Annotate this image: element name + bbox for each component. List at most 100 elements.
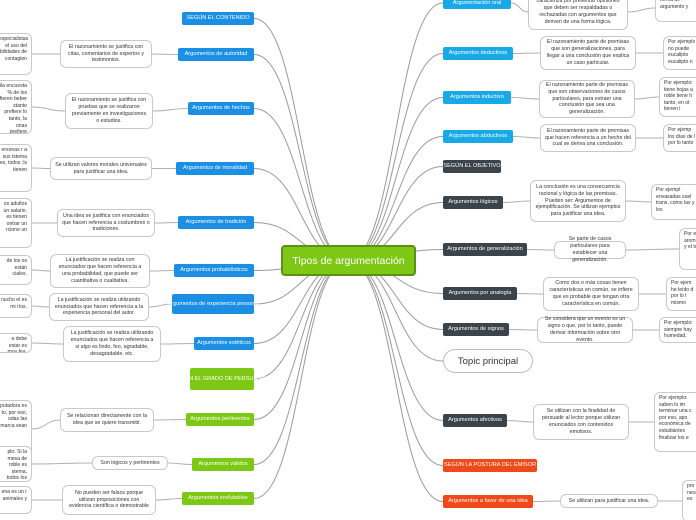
left-argumentos-validos-example: plo: Si la mesa de roble es stema, todos… [0,446,32,482]
connector-line [153,419,187,421]
connector-line [625,200,652,203]
connector-line [167,462,193,465]
left-argumentos-validos-node[interactable]: Argumentos válidos [192,458,254,471]
connector-line [253,18,349,262]
connector-line [347,53,444,262]
left-segun-el-grado-de-persuasion-node[interactable]: SEGÚN EL GRADO DE PERSUASIÓN [173,368,271,390]
right-argumentos-abductivos-description: El razonamiento parte de premisas que ha… [540,124,636,152]
connector-line [347,2,444,262]
right-argumentos-de-signos-description: Se considera que un evento es un signo o… [537,316,633,343]
central-topic[interactable]: Tipos de argumentación [281,245,416,276]
connector-line [31,419,61,430]
right-argumentacion-oral-example: forma de argumento y [655,0,696,22]
left-argumentos-de-tradicion-example: os adultos un salario. es tienen ontrar … [0,198,32,248]
connector-line [347,260,444,421]
connector-line [253,260,349,465]
right-argumentos-de-generalizacion-description: Se parte de casos particulares para esta… [554,236,626,263]
left-argumentos-de-autoridad-description: El razonamiento se justifica con citas, … [60,40,152,68]
right-argumentos-por-analogia-node[interactable]: Argumentos por analogía [443,287,517,300]
right-segun-la-postura-del-emisor-node[interactable]: SEGÚN LA POSTURA DEL EMISOR [443,459,537,472]
right-argumentos-abductivos-example: Por ejemp los días de l por lo tanto [663,124,696,152]
left-argumentos-de-moralidad-node[interactable]: Argumentos de moralidad [176,162,254,175]
right-argumentos-a-favor-de-una-idea-description: Se utilizan para justificar una idea. [560,494,658,508]
left-argumentos-de-autoridad-example: especialistas el uso del bilidades de co… [0,33,32,75]
left-argumentos-de-experiencia-personal-example: nucho el es mi ríos. [0,294,32,318]
connector-line [508,329,538,331]
left-argumentos-de-tradicion-description: Una idea se justifica con enunciados que… [57,209,155,237]
connector-line [510,2,529,13]
left-argumentos-pertinentes-node[interactable]: Argumentos pertinentes [186,413,254,426]
right-argumentos-afectivos-node[interactable]: Argumentos afectivos [443,414,507,427]
connector-line [512,136,541,139]
left-argumentos-probabilisticos-node[interactable]: Argumentos probabilísticos [174,264,254,277]
connector-line [155,498,183,501]
right-argumentos-afectivos-example: Por ejemplo: saben lo im terminar una c … [654,392,696,452]
left-argumentos-irrefutables-description: No pueden ser falsos porque utilizan pro… [62,485,156,515]
left-argumentos-irrefutables-example: ena es un r animales y [0,486,32,514]
connector-line [31,269,51,272]
right-argumentos-deductivos-description: El razonamiento parte de premisas que so… [540,36,636,70]
right-argumentos-deductivos-node[interactable]: Argumentos deductivos [443,47,513,60]
left-segun-el-contenido-node[interactable]: SEGÚN EL CONTENIDO [182,12,254,25]
connector-line [516,293,544,295]
right-argumentos-deductivos-example: Por ejemplo no puede eucalipto eucalipto… [663,36,696,70]
topic-principal-node[interactable]: Topic principal [443,349,533,373]
right-argumentos-abductivos-node[interactable]: Argumentos abductivos [443,130,513,143]
right-argumentos-de-generalizacion-node[interactable]: Argumentos de generalización [443,243,527,256]
right-argumentos-a-favor-de-una-idea-node[interactable]: Argumentos a favor de una idea [443,495,533,508]
connector-line [526,249,555,251]
right-argumentos-inductivo-description: El razonamiento parte de premisas que so… [539,80,635,118]
connector-line [347,260,444,466]
connector-line [31,167,51,169]
left-argumentos-de-moralidad-description: Se utilizan valores morales universales … [50,157,152,180]
connector-line [510,97,540,100]
left-argumentos-esteticos-description: La justificación se realiza utilizando e… [63,326,161,362]
connector-line [347,260,444,502]
right-argumentos-por-analogia-example: Por ejem he leído d por lo t mismo [666,277,696,311]
left-argumentos-de-tradicion-node[interactable]: Argumentos de tradición [178,216,254,229]
right-argumentos-de-generalizacion-example: Por ej arom y el to [679,228,696,270]
left-argumentos-de-hechos-description: El razonamiento se justifica con pruebas… [65,93,153,129]
right-argumentos-de-signos-node[interactable]: Argumentos de signos [443,323,509,336]
left-argumentos-de-hechos-node[interactable]: Argumentos de hechos [188,102,254,115]
left-argumentos-de-experiencia-personal-node[interactable]: Argumentos de experiencia personal [167,294,259,314]
right-argumentos-afectivos-description: Se utilizan con la finalidad de persuadi… [533,404,629,440]
connector-line [625,248,680,251]
connector-line [152,108,189,112]
left-argumentos-probabilisticos-example: de los os están ciales. [0,255,32,285]
left-argumentos-de-hechos-example: ila encuesta % de los fieren beber stant… [0,80,32,134]
connector-line [627,7,656,13]
right-argumentos-de-signos-example: Por ejemplo: siempre hay humedad, [659,317,696,343]
connector-line [512,52,541,54]
left-argumentos-esteticos-node[interactable]: Argumentos estéticos [194,337,254,350]
connector-line [154,222,179,224]
connector-line [506,420,534,423]
right-argumentacion-oral-description: caracteriza por presentar opiniones que … [528,0,628,30]
left-argumentos-de-autoridad-node[interactable]: Argumentos de autoridad [178,48,254,61]
connector-line [502,200,531,203]
connector-line [31,305,50,308]
connector-line [31,106,66,112]
right-segun-el-objetivo-node[interactable]: SEGÚN EL OBJETIVO [443,160,501,173]
left-argumentos-de-moralidad-example: ersonas r a sus istema es, todos ;ls tie… [0,144,32,192]
right-argumentos-por-analogia-description: Como dos o más cosas tienen característi… [543,277,639,311]
right-argumentos-logicos-example: Por ejempl envasadas suel trans, como la… [651,184,696,220]
connector-line [160,343,195,345]
left-argumentos-esteticos-example: a debe estar es muy fea. [0,333,32,353]
left-argumentos-validos-description: Son lógicos y pertinentes [92,456,168,470]
right-argumentos-inductivo-node[interactable]: Argumentos inductivo [443,91,511,104]
left-argumentos-probabilisticos-description: La justificación se realiza con enunciad… [50,254,150,288]
connector-line [347,260,444,362]
left-argumentos-irrefutables-node[interactable]: Argumentos irrefutables [182,492,254,505]
connector-line [347,97,444,262]
left-argumentos-pertinentes-description: Se relacionan directamente con la idea q… [60,408,154,432]
right-argumentacion-oral-node[interactable]: Argumentación oral [443,0,511,9]
right-argumentos-logicos-node[interactable]: Argumentos lógicos [443,196,503,209]
connector-line [148,303,173,308]
connector-line [532,500,561,502]
connector-line [151,53,179,55]
connector-line [149,270,175,272]
connector-line [253,108,349,262]
